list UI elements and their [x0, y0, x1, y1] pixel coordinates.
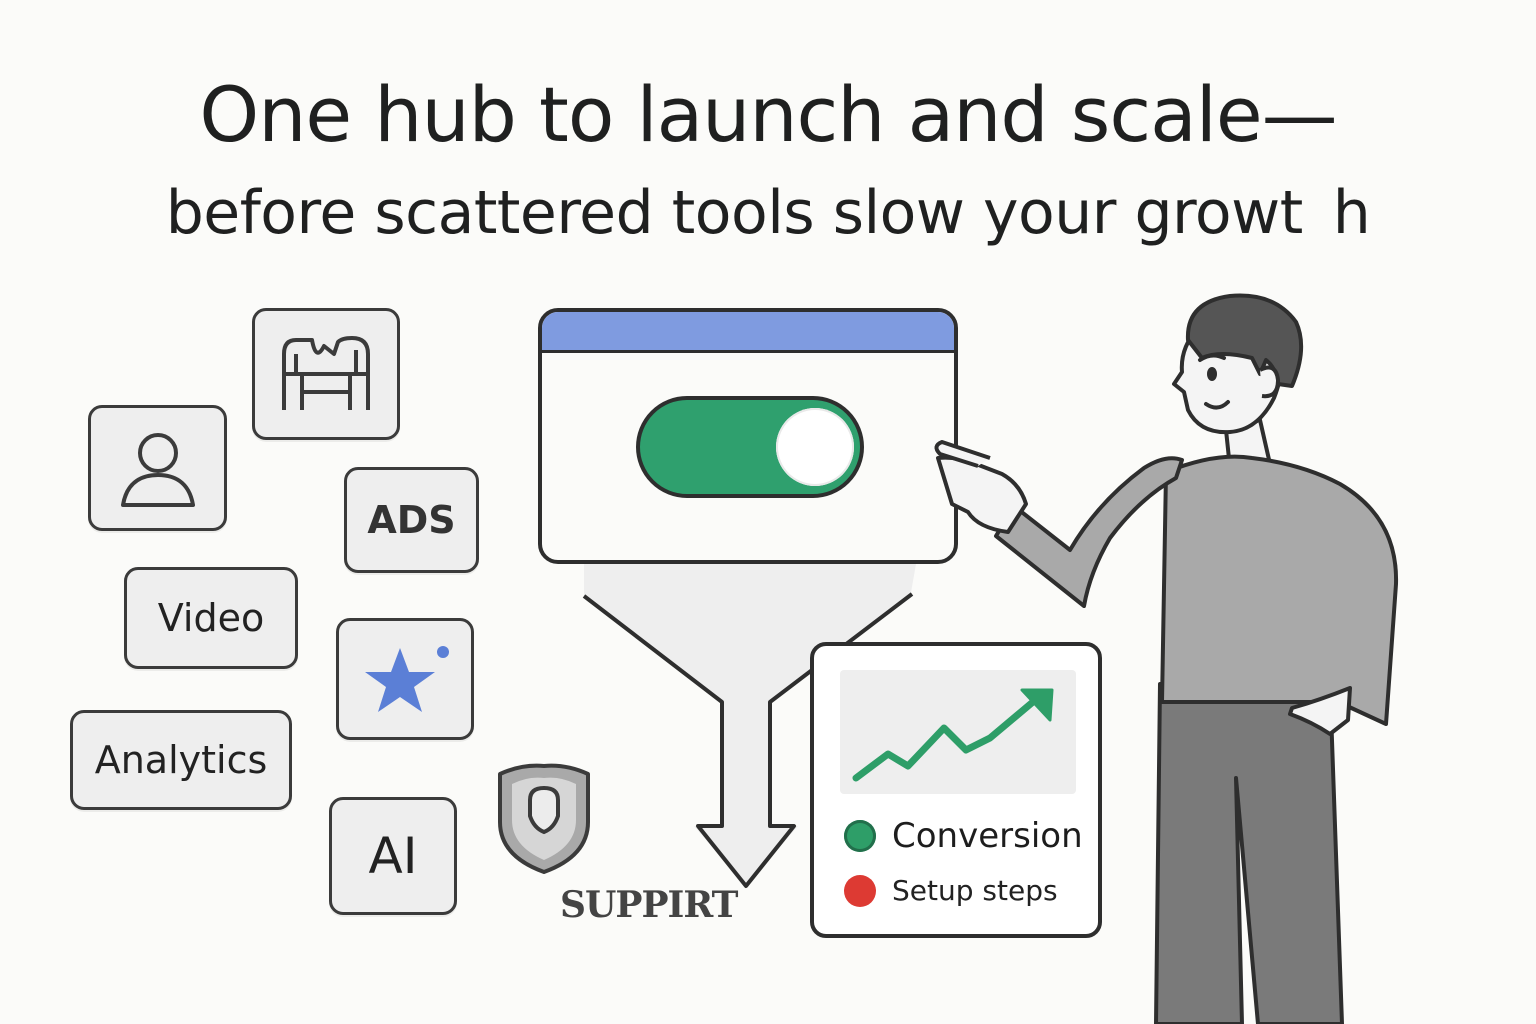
store-icon	[282, 336, 370, 410]
analytics-tool-tile[interactable]: Analytics	[70, 710, 292, 810]
ai-label: AI	[368, 827, 418, 885]
trend-up-arrow-icon	[852, 688, 1054, 782]
shield-icon[interactable]	[494, 760, 594, 876]
hub-toggle-knob[interactable]	[776, 408, 854, 486]
star-icon	[365, 646, 449, 712]
hub-toggle-switch[interactable]	[636, 396, 864, 498]
green-dot-icon	[844, 820, 876, 852]
person-illustration	[934, 293, 1399, 1024]
ads-label: ADS	[367, 498, 456, 542]
user-icon	[120, 433, 195, 507]
hub-window[interactable]	[538, 308, 958, 564]
user-tool-tile[interactable]	[88, 405, 227, 531]
analytics-label: Analytics	[94, 738, 268, 782]
ads-tool-tile[interactable]: ADS	[344, 467, 479, 573]
ai-tool-tile[interactable]: AI	[329, 797, 457, 915]
video-label: Video	[157, 596, 265, 640]
legend-item-setup-steps: Setup steps	[844, 874, 1058, 907]
support-label: SUPPIRT	[560, 884, 738, 926]
red-dot-icon	[844, 874, 876, 907]
headline-line-2: before scattered tools slow your growt h	[165, 178, 1371, 248]
video-tool-tile[interactable]: Video	[124, 567, 298, 669]
headline-line-1: One hub to launch and scale—	[199, 70, 1337, 159]
legend-label-conversion: Conversion	[892, 816, 1083, 856]
legend-item-conversion: Conversion	[844, 816, 1083, 856]
legend-label-setup-steps: Setup steps	[892, 874, 1058, 907]
results-card: Conversion Setup steps	[810, 642, 1102, 938]
trend-chart-area	[840, 670, 1076, 794]
storefront-tool-tile[interactable]	[252, 308, 400, 440]
reviews-tool-tile[interactable]	[336, 618, 474, 740]
hub-window-titlebar	[542, 312, 954, 353]
